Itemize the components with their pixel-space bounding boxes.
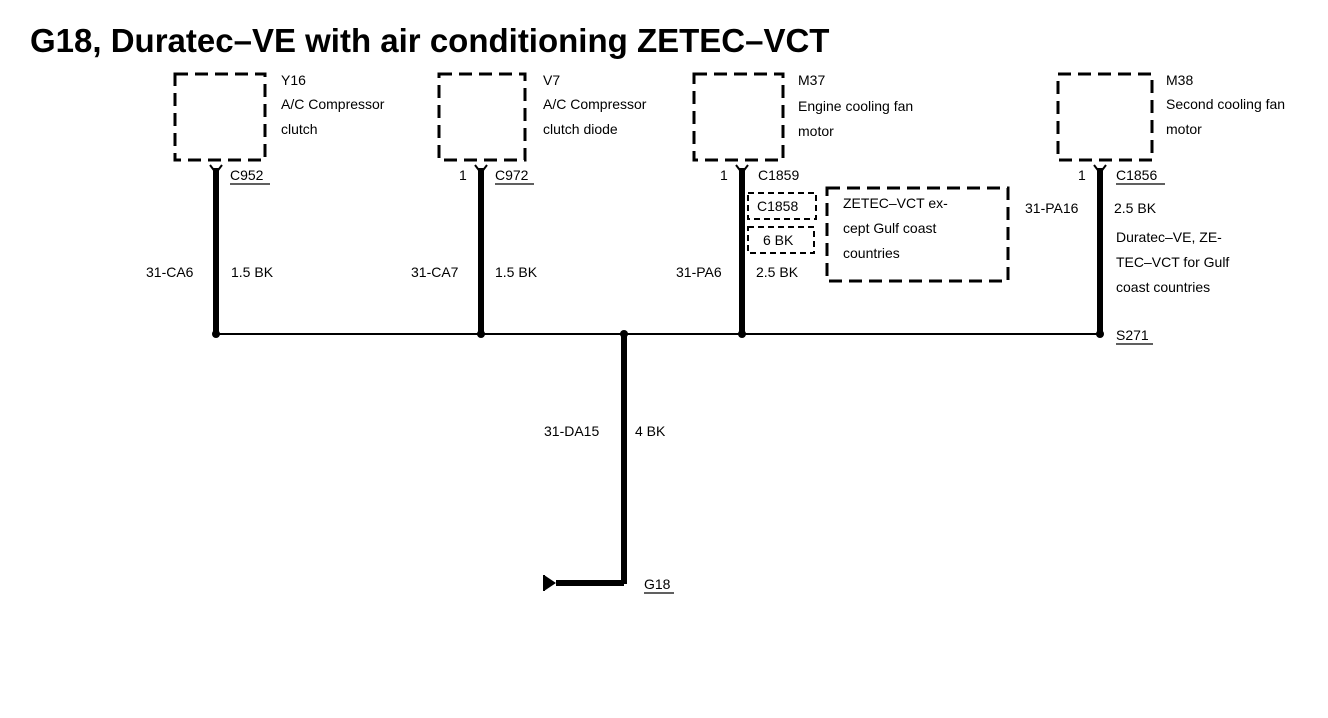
connector-c972-pin: 1: [459, 167, 467, 183]
component-v7-desc1: A/C Compressor: [543, 96, 647, 112]
component-y16-id: Y16: [281, 72, 306, 88]
connector-c1859-pin: 1: [720, 167, 728, 183]
junction-dot-da15: [620, 330, 628, 338]
wire-6bk-label: 6 BK: [763, 232, 794, 248]
duratec-note-line1: Duratec–VE, ZE-: [1116, 229, 1222, 245]
component-m37-box: [692, 72, 785, 162]
component-m37-desc1: Engine cooling fan: [798, 98, 913, 114]
wire-31-ca6-size: 1.5 BK: [231, 264, 274, 280]
zetec-note-line1: ZETEC–VCT ex-: [843, 195, 948, 211]
connector-c1856-label: C1856: [1116, 167, 1157, 183]
connector-c1856-pin: 1: [1078, 167, 1086, 183]
junction-dot-ca7: [477, 330, 485, 338]
component-v7-desc2: clutch diode: [543, 121, 618, 137]
component-v7-id: V7: [543, 72, 560, 88]
wire-6bk-box: [747, 226, 815, 254]
connector-c1859-label: C1859: [758, 167, 799, 183]
component-m38-id: M38: [1166, 72, 1193, 88]
wire-31-ca7-size: 1.5 BK: [495, 264, 538, 280]
zetec-note-line2: cept Gulf coast: [843, 220, 936, 236]
connector-c1858-label: C1858: [757, 198, 798, 214]
component-m37-id: M37: [798, 72, 825, 88]
splice-s271-label: S271: [1116, 327, 1149, 343]
wire-31-pa16-circuit: 31-PA16: [1025, 200, 1079, 216]
component-m38-desc2: motor: [1166, 121, 1202, 137]
wire-31-pa6-size: 2.5 BK: [756, 264, 799, 280]
duratec-note-line2: TEC–VCT for Gulf: [1116, 254, 1229, 270]
wire-31-pa16-size: 2.5 BK: [1114, 200, 1157, 216]
diagram-title: G18, Duratec–VE with air conditioning ZE…: [30, 22, 830, 59]
component-m38: M38 Second cooling fan motor: [1056, 72, 1285, 162]
component-v7: V7 A/C Compressor clutch diode: [437, 72, 647, 162]
junction-dot-ca6: [212, 330, 220, 338]
connector-c952-label: C952: [230, 167, 264, 183]
ground-g18-label: G18: [644, 576, 671, 592]
wire-31-pa6-circuit: 31-PA6: [676, 264, 722, 280]
connector-c1858-box: [747, 192, 817, 220]
wire-31-ca6-circuit: 31-CA6: [146, 264, 194, 280]
zetec-note-line3: countries: [843, 245, 900, 261]
component-m37-desc2: motor: [798, 123, 834, 139]
component-m38-box: [1056, 72, 1154, 162]
component-m38-desc1: Second cooling fan: [1166, 96, 1285, 112]
component-y16-desc1: A/C Compressor: [281, 96, 385, 112]
ground-arrow-icon: [544, 575, 556, 591]
component-v7-box: [437, 72, 527, 162]
component-y16: Y16 A/C Compressor clutch: [173, 72, 385, 162]
wire-31-da15-circuit: 31-DA15: [544, 423, 599, 439]
connector-c972-label: C972: [495, 167, 529, 183]
wire-31-da15-size: 4 BK: [635, 423, 666, 439]
component-y16-desc2: clutch: [281, 121, 318, 137]
wire-31-ca7-circuit: 31-CA7: [411, 264, 459, 280]
zetec-note-box: [825, 186, 1010, 283]
component-m37: M37 Engine cooling fan motor: [692, 72, 913, 162]
splice-s271-dot: [1096, 330, 1104, 338]
duratec-note-line3: coast countries: [1116, 279, 1210, 295]
component-y16-box: [173, 72, 267, 162]
junction-dot-pa6: [738, 330, 746, 338]
